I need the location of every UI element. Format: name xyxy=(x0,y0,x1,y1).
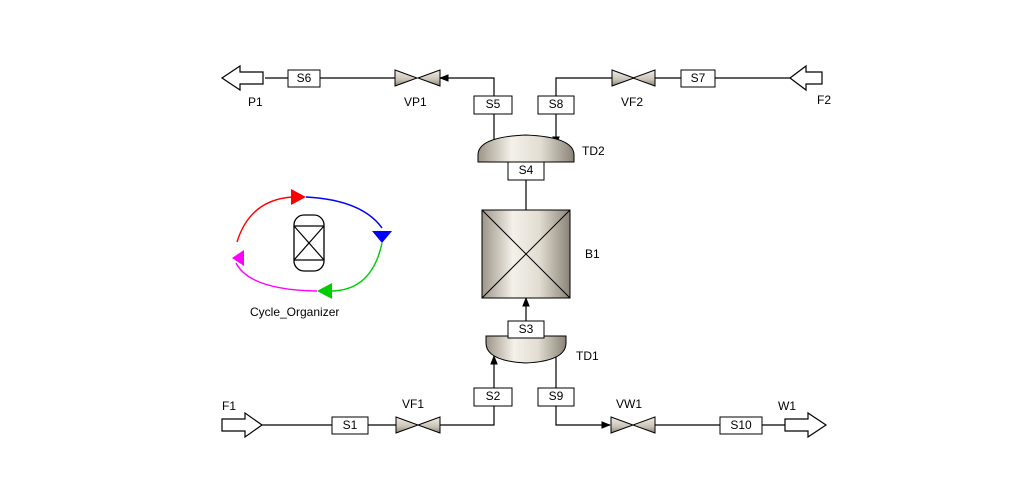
cycle-arc-magenta xyxy=(235,262,318,292)
stream-s9[interactable]: S9 xyxy=(537,387,575,407)
stream-s3[interactable]: S3 xyxy=(507,320,545,339)
stream-s4[interactable]: S4 xyxy=(507,161,545,181)
svg-text:S4: S4 xyxy=(519,163,534,177)
svg-text:S10: S10 xyxy=(730,418,752,432)
stream-s7[interactable]: S7 xyxy=(680,69,716,88)
bowtie-valve-icon[interactable] xyxy=(610,416,656,434)
svg-text:S1: S1 xyxy=(343,418,358,432)
f2-label: F2 xyxy=(817,93,831,107)
b1-label: B1 xyxy=(585,247,600,261)
f1-label: F1 xyxy=(222,399,236,413)
w1-label: W1 xyxy=(778,399,796,413)
svg-text:S2: S2 xyxy=(486,389,501,403)
vf1-label: VF1 xyxy=(402,397,424,411)
pipe-s8 xyxy=(552,77,612,146)
td1-dome[interactable] xyxy=(485,335,567,364)
pipe-s9 xyxy=(555,356,611,429)
stream-s10[interactable]: S10 xyxy=(719,416,763,435)
pipe-s2 xyxy=(440,355,498,426)
packed-bed-icon xyxy=(293,214,325,272)
bowtie-valve-icon[interactable] xyxy=(611,69,656,87)
cycle-arc-red xyxy=(236,196,293,243)
cycle-arrow-green xyxy=(317,283,332,299)
bowtie-valve-icon[interactable] xyxy=(394,69,441,87)
cycle-organizer[interactable] xyxy=(232,189,392,299)
stream-s5[interactable]: S5 xyxy=(473,95,513,115)
cycle-arrow-magenta xyxy=(232,250,244,266)
product-arrow-icon[interactable] xyxy=(784,411,828,439)
svg-text:S6: S6 xyxy=(297,71,312,85)
svg-text:S9: S9 xyxy=(549,389,564,403)
stream-s8[interactable]: S8 xyxy=(537,95,575,115)
cycle-arrow-red xyxy=(291,189,306,205)
product-arrow-icon[interactable] xyxy=(220,64,264,92)
cycle-organizer-label: Cycle_Organizer xyxy=(250,305,339,319)
vf2-label: VF2 xyxy=(621,95,643,109)
svg-text:S8: S8 xyxy=(549,97,564,111)
td2-label: TD2 xyxy=(582,144,605,158)
td2-dome[interactable] xyxy=(477,134,575,163)
b1-packed-bed[interactable] xyxy=(481,209,571,299)
cycle-arc-blue xyxy=(305,196,383,229)
feed-arrow-icon[interactable] xyxy=(789,64,823,92)
p1-label: P1 xyxy=(248,95,263,109)
svg-text:S7: S7 xyxy=(691,71,706,85)
svg-text:S5: S5 xyxy=(486,97,501,111)
svg-text:S3: S3 xyxy=(519,322,534,336)
pipe-s5 xyxy=(439,74,495,145)
cycle-arc-green xyxy=(331,242,383,292)
bowtie-valve-icon[interactable] xyxy=(395,416,441,434)
td1-label: TD1 xyxy=(576,349,599,363)
vp1-label: VP1 xyxy=(404,95,427,109)
stream-s2[interactable]: S2 xyxy=(473,387,513,407)
vw1-label: VW1 xyxy=(616,397,642,411)
stream-s6[interactable]: S6 xyxy=(287,69,321,88)
stream-s1[interactable]: S1 xyxy=(331,416,369,435)
cycle-arrow-blue xyxy=(372,231,392,243)
feed-arrow-icon[interactable] xyxy=(221,411,264,439)
